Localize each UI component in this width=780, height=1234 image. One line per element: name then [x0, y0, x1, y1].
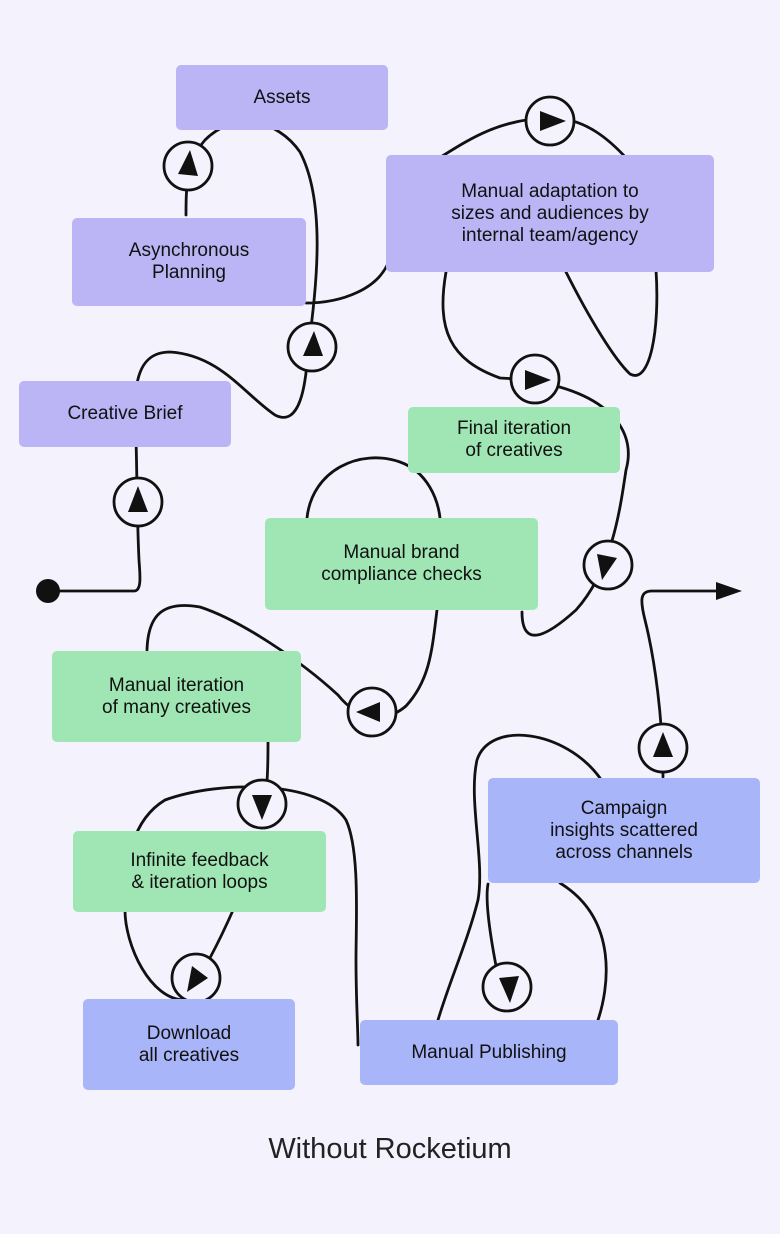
node-feedback-loops: Infinite feedback & iteration loops — [73, 831, 326, 912]
direction-arrow — [525, 370, 551, 390]
direction-arrow — [178, 150, 198, 176]
direction-arrow — [252, 795, 272, 820]
direction-arrow — [187, 966, 208, 992]
node-brand-compliance: Manual brand compliance checks — [265, 518, 538, 610]
flow-start-dot — [36, 579, 60, 603]
direction-arrow — [128, 486, 148, 512]
node-download: Download all creatives — [83, 999, 295, 1090]
node-manual-adaptation: Manual adaptation to sizes and audiences… — [386, 155, 714, 272]
node-manual-iteration: Manual iteration of many creatives — [52, 651, 301, 742]
direction-arrow — [356, 702, 380, 722]
node-insights: Campaign insights scattered across chann… — [488, 778, 760, 883]
direction-arrow — [653, 732, 673, 757]
node-creative-brief: Creative Brief — [19, 381, 231, 447]
direction-arrow — [597, 554, 617, 580]
node-assets: Assets — [176, 65, 388, 130]
direction-arrow — [540, 111, 566, 131]
node-publishing: Manual Publishing — [360, 1020, 618, 1085]
diagram-caption: Without Rocketium — [268, 1133, 512, 1165]
direction-arrow — [499, 976, 519, 1003]
node-final-iteration: Final iteration of creatives — [408, 407, 620, 473]
node-async-planning: Asynchronous Planning — [72, 218, 306, 306]
flow-end-arrowhead — [716, 582, 742, 600]
direction-arrow — [303, 331, 323, 356]
